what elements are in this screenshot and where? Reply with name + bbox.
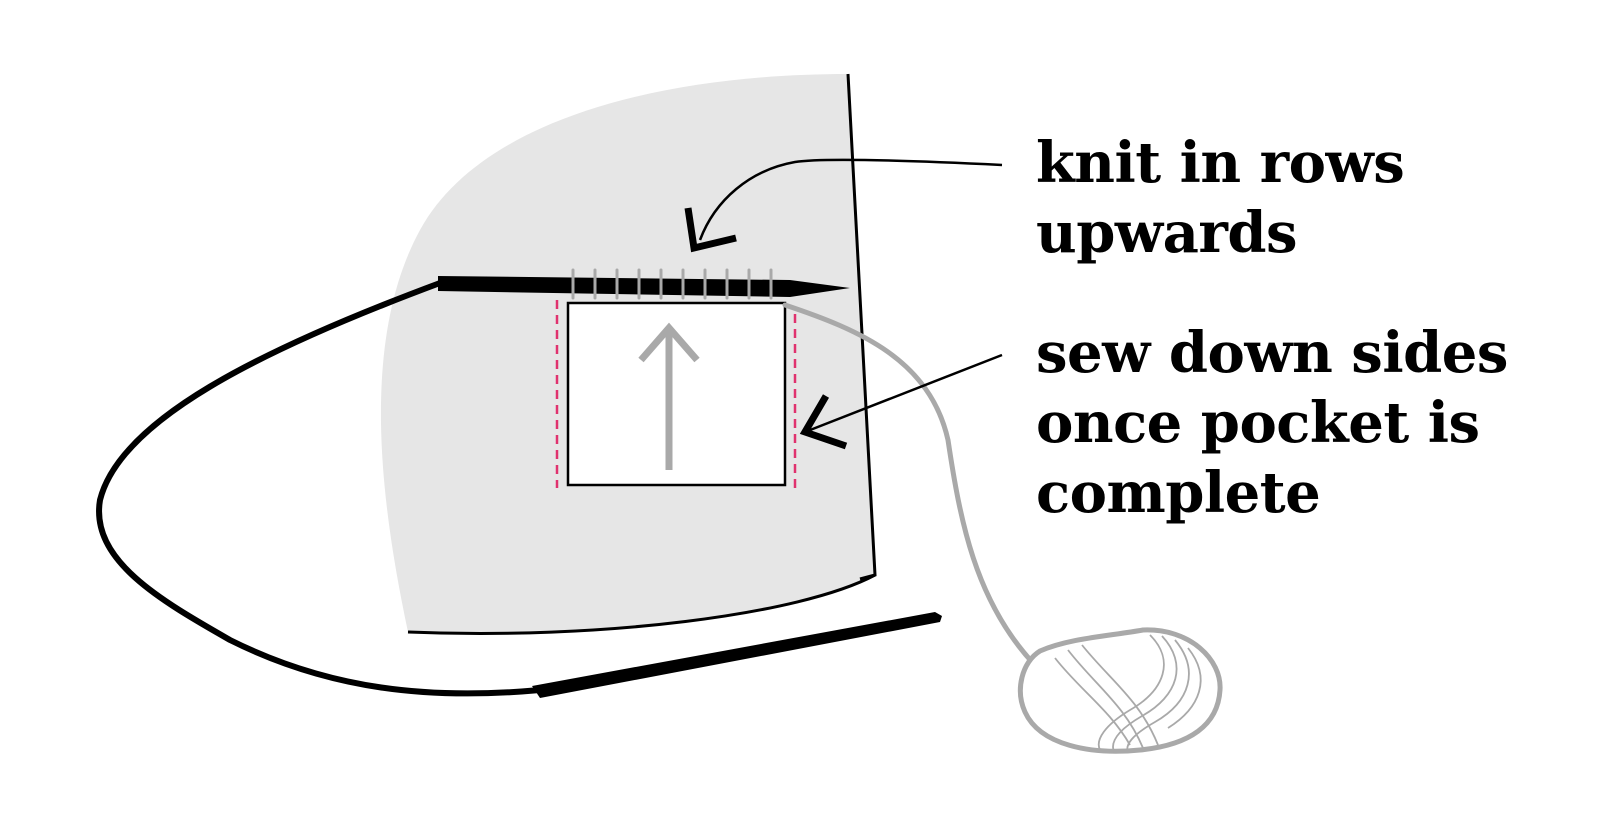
garment-edge-bottom — [407, 573, 876, 635]
needle-cable — [96, 280, 543, 697]
knit-annotation-arrow — [684, 158, 1003, 253]
knitting-needle-icon — [532, 612, 942, 698]
pocket-panel — [566, 301, 787, 487]
sew-instruction-line: complete — [1036, 460, 1321, 526]
knit-instruction-line: upwards — [1036, 200, 1298, 266]
knit-instruction-label: knit in rows upwards — [1036, 128, 1405, 268]
sew-instruction-line: once pocket is — [1036, 390, 1480, 456]
up-arrow-icon — [638, 322, 700, 470]
knitting-needle-icon — [438, 276, 850, 297]
yarn-strand — [782, 302, 1036, 666]
sew-instruction-line: sew down sides — [1036, 320, 1508, 386]
needle-stitches — [571, 268, 773, 300]
sew-instruction-label: sew down sides once pocket is complete — [1036, 318, 1508, 528]
yarn-ball-icon — [1017, 627, 1223, 754]
sew-annotation-arrow — [799, 353, 1003, 450]
knit-instruction-line: knit in rows — [1036, 130, 1405, 196]
